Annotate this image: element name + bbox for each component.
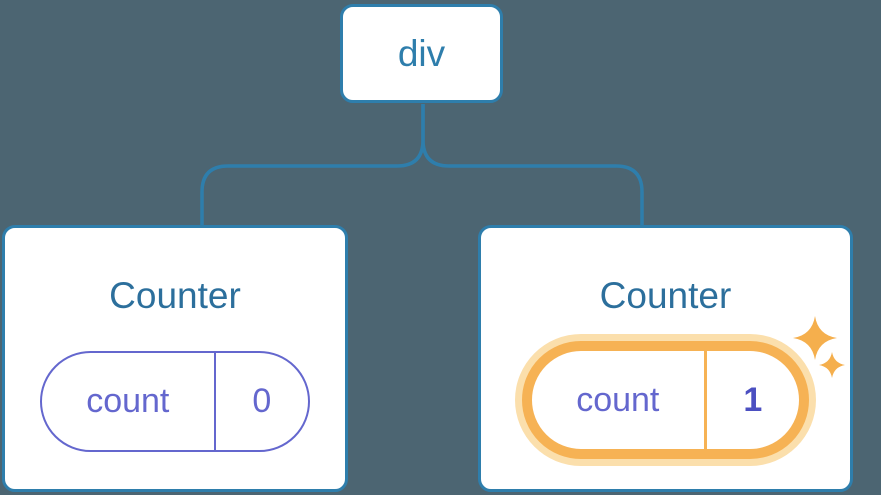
root-node-label: div: [397, 33, 446, 74]
connector-branch-right: [421, 104, 644, 226]
state-pill-highlighted: count 1: [522, 340, 809, 459]
connector-branch-left: [200, 104, 425, 226]
counter-right-title: Counter: [599, 275, 732, 316]
state-key-label: count: [576, 380, 660, 419]
counter-node-right: Counter count 1: [478, 225, 853, 492]
state-value: 0: [213, 352, 308, 450]
state-key-label: count: [86, 382, 170, 421]
counter-node-left: Counter count 0: [2, 225, 348, 492]
counter-left-title: Counter: [109, 275, 241, 316]
state-pill-left: count 0: [40, 350, 310, 452]
state-value-updated: 1: [703, 350, 799, 449]
root-node-div: div: [340, 4, 503, 103]
